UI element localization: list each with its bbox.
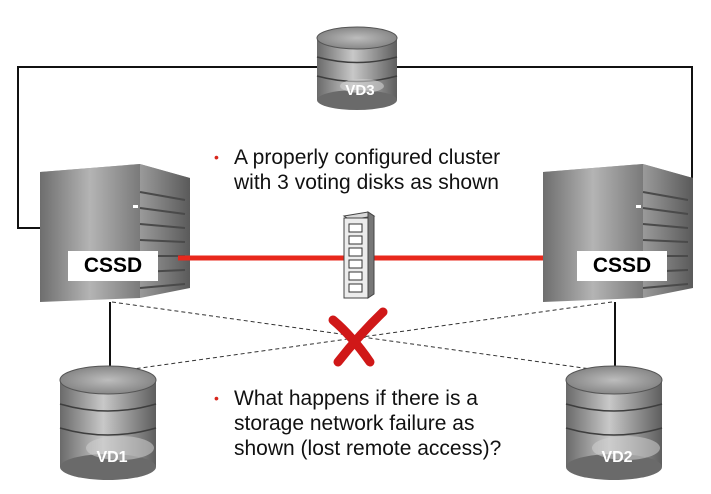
left-server xyxy=(40,164,190,302)
right-cssd-label: CSSD xyxy=(577,251,667,281)
left-cssd-label: CSSD xyxy=(68,251,158,281)
vd1-label: VD1 xyxy=(96,449,127,466)
vd3-disk xyxy=(316,26,398,110)
bullet-bottom-line-3: shown (lost remote access)? xyxy=(234,437,502,460)
vd3-label: VD3 xyxy=(345,82,374,99)
link-left-to-vd3 xyxy=(17,66,318,229)
bullet-dot: • xyxy=(214,149,219,165)
vd2-disk xyxy=(565,365,663,480)
bullet-dot: • xyxy=(214,390,219,406)
bullet-bottom: • What happens if there is a storage net… xyxy=(214,386,502,461)
network-switch xyxy=(342,211,376,299)
bullet-top-line-1: A properly configured cluster xyxy=(234,146,501,169)
bullet-top-line-2: with 3 voting disks as shown xyxy=(234,171,499,194)
bullet-bottom-line-1: What happens if there is a xyxy=(234,387,478,410)
vd1-disk xyxy=(59,365,157,480)
failure-mark xyxy=(328,307,388,367)
bullet-bottom-line-2: storage network failure as xyxy=(234,412,475,435)
vd2-label: VD2 xyxy=(601,449,632,466)
right-server xyxy=(543,164,693,302)
bullet-top: • A properly configured cluster with 3 v… xyxy=(214,145,501,195)
